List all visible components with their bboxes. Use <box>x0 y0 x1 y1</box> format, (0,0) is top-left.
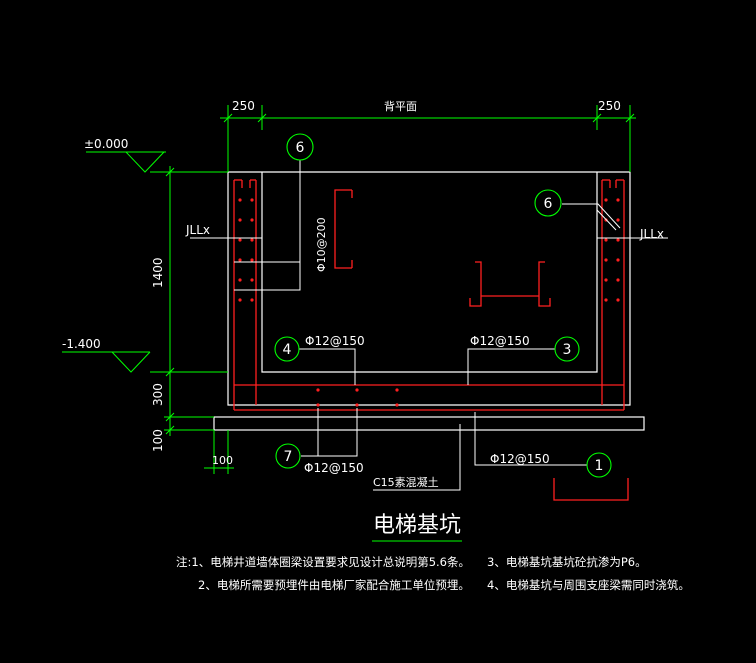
callout-4-number: 4 <box>283 342 292 358</box>
rebar-dots <box>238 198 620 407</box>
label-rebar-7: Φ12@150 <box>304 461 364 475</box>
note-2: 2、电梯所需要预埋件由电梯厂家配合施工单位预埋。 <box>198 578 470 592</box>
label-rebar-1: Φ12@150 <box>490 452 550 466</box>
pit-outline <box>213 171 645 431</box>
callout-6-top-number: 6 <box>296 140 305 156</box>
dim-top-right: 250 <box>598 99 621 113</box>
label-rebar-3: Φ12@150 <box>470 334 530 348</box>
note-4: 4、电梯基坑与周围支座梁需同时浇筑。 <box>487 578 690 592</box>
elevation-top: ±0.000 <box>84 137 128 151</box>
callout-1-number: 1 <box>595 458 604 474</box>
label-jll-left: JLLx <box>185 223 210 237</box>
leader-lines <box>190 160 668 491</box>
callout-3-number: 3 <box>563 342 572 358</box>
callout-7-number: 7 <box>284 449 293 465</box>
callout-circles <box>274 133 612 478</box>
rebar-cage <box>233 179 629 501</box>
elevation-bottom: -1.400 <box>62 337 101 351</box>
label-rebar-4: Φ12@150 <box>305 334 365 348</box>
callout-6-right-number: 6 <box>544 196 553 212</box>
dim-top-middle: 背平面 <box>384 99 417 113</box>
label-jll-right: JLLx <box>639 227 664 241</box>
dim-vertical-upper: 1400 <box>151 257 165 288</box>
drawing-title: 电梯基坑 <box>373 513 461 538</box>
note-3: 3、电梯基坑基坑砼抗渗为P6。 <box>487 555 647 569</box>
dim-vertical-middle: 300 <box>151 383 165 406</box>
dim-bottom-small: 100 <box>212 454 233 467</box>
note-1: 注:1、电梯井道墙体圈梁设置要求见设计总说明第5.6条。 <box>176 555 470 569</box>
dimension-lines <box>62 105 636 542</box>
dim-vertical-lower: 100 <box>151 429 165 452</box>
label-rebar-vertical: Φ10@200 <box>315 217 328 272</box>
label-concrete: C15素混凝土 <box>373 475 439 489</box>
dim-top-left: 250 <box>232 99 255 113</box>
